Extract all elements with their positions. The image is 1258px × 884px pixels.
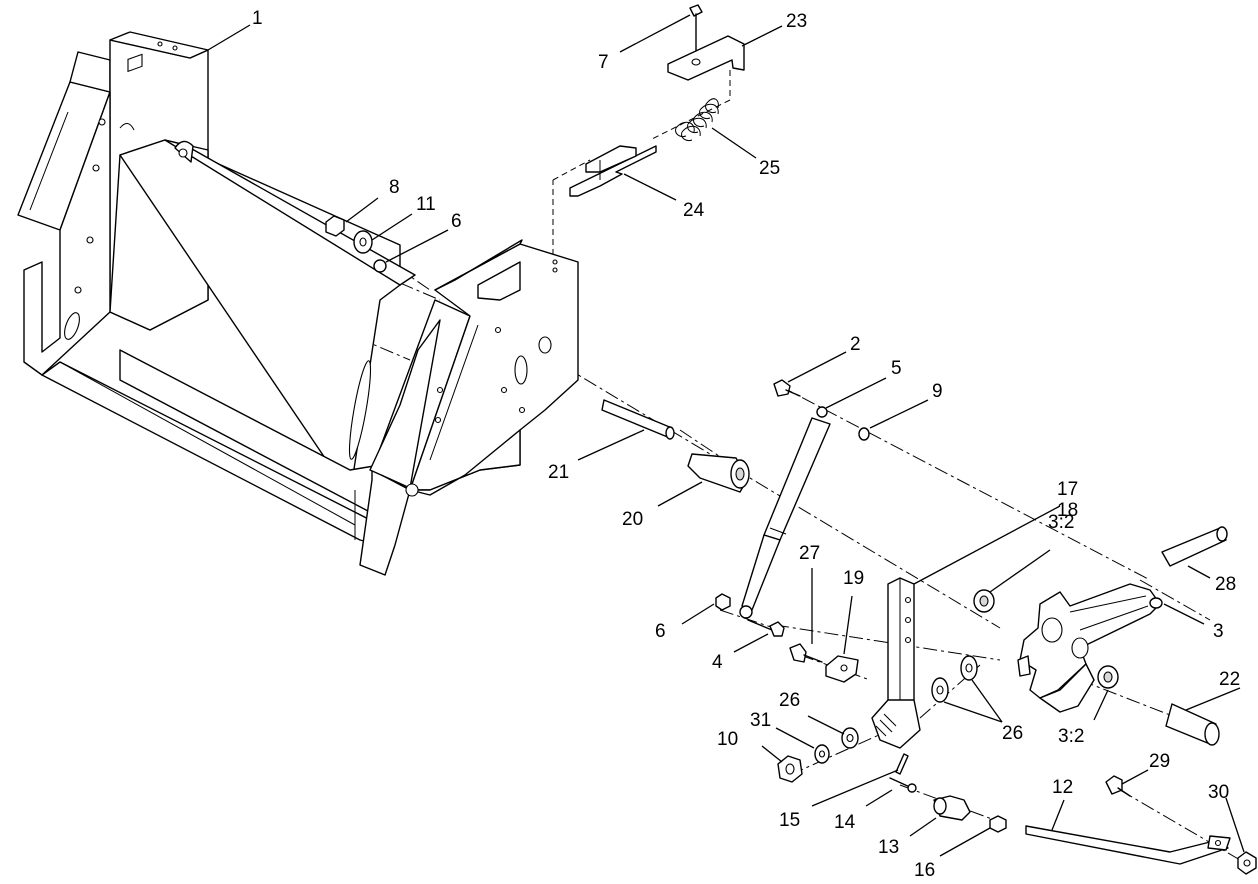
- bushing-20: [687, 453, 750, 493]
- pin-22: [1165, 703, 1220, 746]
- bolt-4: [747, 619, 785, 637]
- callout-15: 15: [779, 810, 800, 831]
- callout-20: 20: [622, 509, 643, 530]
- bushing-6-top: [373, 259, 387, 273]
- latch-plate-24: [569, 145, 657, 197]
- bracket-23: [667, 35, 745, 81]
- nut-10: [777, 755, 803, 783]
- callout-7: 7: [598, 52, 609, 73]
- callout-14: 14: [834, 812, 856, 833]
- callout-25: 25: [759, 158, 780, 179]
- spring-25: [675, 98, 719, 141]
- callout-21: 21: [548, 462, 569, 483]
- bolt-29: [1105, 775, 1131, 797]
- nut-16: [989, 815, 1007, 833]
- pedal-bracket-3: [1017, 583, 1163, 713]
- callout-3: 3: [1213, 621, 1224, 642]
- washer-26-lower: [841, 727, 859, 749]
- callout-5: 5: [891, 358, 902, 379]
- callout-1: 1: [252, 8, 263, 29]
- cotter-pin-15: [895, 753, 909, 775]
- callout-13: 13: [878, 837, 899, 858]
- callout-18: 18: [1057, 500, 1078, 521]
- control-rod-12: [1025, 825, 1231, 865]
- washer-31: [814, 744, 830, 764]
- callout-3-2-upper: 3:2: [1048, 512, 1074, 533]
- washer-9: [858, 427, 870, 441]
- callout-8: 8: [389, 177, 400, 198]
- callout-17: 17: [1057, 479, 1078, 500]
- callout-24: 24: [683, 200, 705, 221]
- pin-28: [1161, 526, 1228, 567]
- callout-28: 28: [1215, 574, 1236, 595]
- callout-6-lower: 6: [655, 621, 666, 642]
- callout-9: 9: [932, 381, 943, 402]
- frame-right-side-plate: [348, 239, 579, 576]
- pedal-arm-17: [871, 577, 921, 749]
- callout-19: 19: [843, 568, 864, 589]
- leader-lines: [207, 14, 1245, 857]
- gas-spring-5: [739, 406, 831, 619]
- callout-6-upper: 6: [451, 211, 462, 232]
- bolt-2: [773, 379, 801, 397]
- callout-11: 11: [416, 194, 436, 215]
- callout-10: 10: [717, 729, 738, 750]
- callout-labels: 1 2 3 3:2 3:2 4 5 6 6 7 8 9 10 11 12 13 …: [252, 8, 1240, 881]
- callout-22: 22: [1219, 669, 1240, 690]
- clevis-pin-14: [889, 777, 917, 793]
- callout-3-2-lower: 3:2: [1058, 726, 1084, 747]
- shaft-21: [601, 399, 675, 440]
- callout-2: 2: [850, 334, 861, 355]
- rod-end-13: [933, 795, 971, 821]
- callout-12: 12: [1052, 777, 1073, 798]
- callout-30: 30: [1208, 782, 1229, 803]
- callout-26-upper: 26: [779, 690, 800, 711]
- bolt-27: [789, 643, 823, 663]
- callout-16: 16: [914, 860, 935, 881]
- callout-31: 31: [750, 710, 771, 731]
- washers-26: [931, 655, 978, 703]
- callout-23: 23: [786, 11, 807, 32]
- nut-8: [325, 215, 345, 237]
- callout-29: 29: [1149, 751, 1170, 772]
- callout-4: 4: [712, 652, 723, 673]
- nut-6-lower: [715, 593, 731, 611]
- bushing-3-2-upper: [973, 589, 995, 613]
- callout-26-lower: 26: [1002, 723, 1023, 744]
- callout-27: 27: [799, 543, 820, 564]
- bushing-3-2-lower: [1097, 665, 1119, 689]
- washer-11: [353, 230, 373, 254]
- plate-19: [825, 655, 859, 683]
- nut-30: [1237, 851, 1257, 875]
- frame-body: [41, 139, 416, 546]
